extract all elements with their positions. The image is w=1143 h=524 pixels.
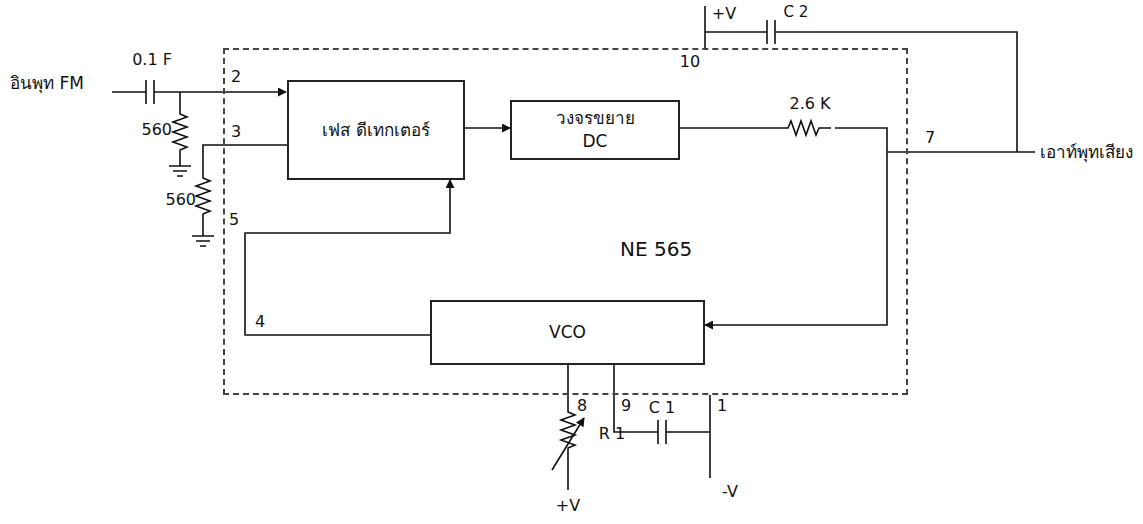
resistor-patch [783, 118, 835, 138]
supply-label: +V [712, 5, 736, 23]
resistor-symbol [783, 121, 831, 135]
ground-symbol [169, 166, 191, 176]
supply-wire [704, 6, 706, 48]
chip-name: NE 565 [620, 236, 692, 263]
input-wire [112, 91, 146, 93]
pin-number: 9 [621, 397, 631, 415]
component-name: C 1 [649, 399, 675, 417]
pin-number: 10 [680, 53, 700, 71]
input-wire [154, 91, 286, 93]
signal-name: อินพุท FM [10, 74, 84, 93]
supply-label: -V [722, 483, 738, 501]
pin-number: 8 [577, 397, 587, 415]
output-wire [887, 151, 1035, 153]
pin-number: 4 [255, 313, 265, 331]
supply-wire [709, 395, 711, 478]
pin-wire [196, 145, 287, 236]
pin-number: 1 [717, 397, 727, 415]
dc-amplifier-box: วงจรขยาย DC [510, 100, 680, 160]
vco-box: VCO [430, 300, 705, 365]
signal-connector [245, 180, 450, 335]
capacitor-symbol [146, 80, 154, 104]
pin-wire [705, 32, 1017, 152]
pin-number: 7 [925, 129, 935, 147]
resistor-value: 560 [165, 191, 196, 209]
pin-wire [614, 365, 710, 432]
resistor-symbol [173, 92, 187, 166]
capacitor-value: 0.1 F [132, 51, 172, 69]
pin-number: 3 [231, 123, 241, 141]
signal-connector [465, 127, 510, 129]
signal-connector [680, 128, 887, 325]
phase-detector-box: เฟส ดีเทกเตอร์ [287, 80, 465, 180]
component-name: R 1 [599, 425, 625, 443]
variable-resistor-symbol [561, 365, 575, 490]
capacitor-symbol [658, 420, 666, 444]
block-label: VCO [549, 321, 586, 344]
block-label: วงจรขยาย DC [545, 107, 645, 153]
block-label: เฟส ดีเทกเตอร์ [322, 119, 429, 142]
ground-symbol [192, 236, 214, 246]
supply-label: +V [556, 497, 580, 515]
resistor-value: 2.6 K [789, 95, 830, 113]
signal-name: เอาท์พุทเสียง [1040, 143, 1133, 162]
pin-number: 5 [229, 211, 239, 229]
resistor-value: 560 [141, 121, 172, 139]
pin-number: 2 [231, 68, 241, 86]
component-name: C 2 [784, 4, 809, 21]
variable-resistor-arrow [552, 418, 584, 470]
capacitor-symbol [767, 20, 775, 44]
